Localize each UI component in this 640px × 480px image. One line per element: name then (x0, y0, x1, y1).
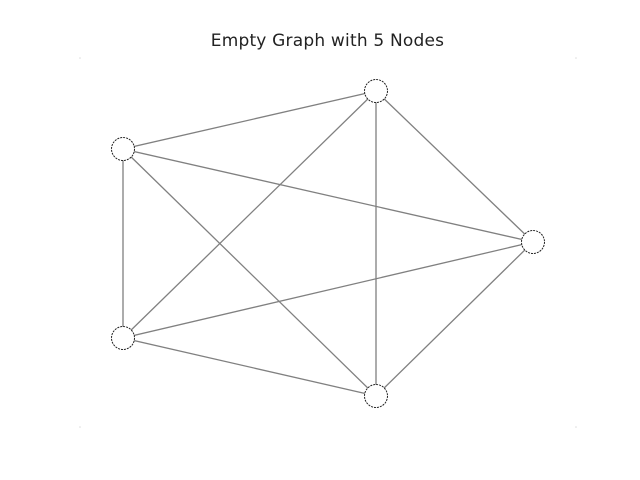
edge-0-1 (122, 90, 377, 150)
edge-3-4 (375, 241, 534, 397)
corner-mark (79, 426, 81, 428)
corner-mark (575, 57, 577, 59)
edge-0-4 (375, 90, 534, 243)
graph-title: Empty Graph with 5 Nodes (210, 31, 445, 51)
edge-0-2 (122, 90, 377, 339)
corner-mark (575, 426, 577, 428)
edge-1-4 (122, 148, 534, 243)
nodes-layer (111, 79, 545, 408)
axes-corner-marks (79, 57, 577, 428)
edges-layer (122, 90, 534, 397)
node-2 (111, 326, 135, 350)
node-1 (111, 137, 135, 161)
edge-2-4 (122, 241, 534, 339)
node-3 (364, 384, 388, 408)
corner-mark (79, 57, 81, 59)
node-0 (364, 79, 388, 103)
node-4 (521, 230, 545, 254)
edge-2-3 (122, 337, 377, 397)
edge-1-3 (122, 148, 377, 397)
